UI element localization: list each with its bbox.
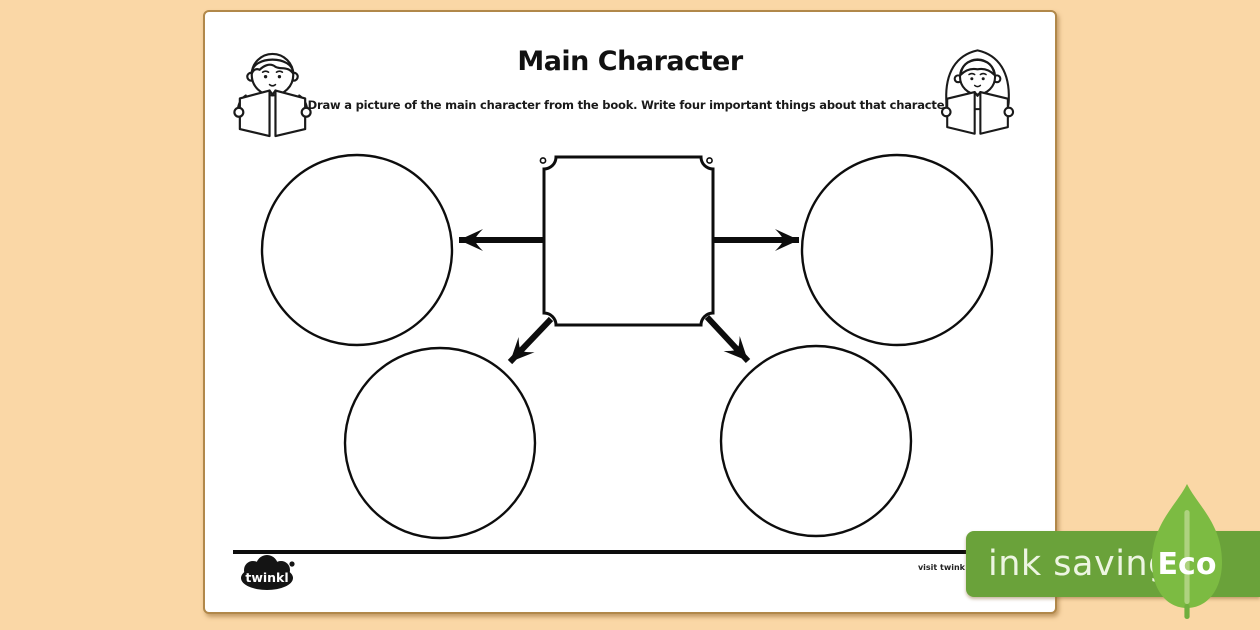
twinkl-logo-text: twinkl bbox=[245, 570, 288, 585]
drawing-circle-top-left bbox=[260, 153, 454, 347]
twinkl-cloud-logo: twinkl bbox=[241, 555, 295, 590]
boy-reading-icon bbox=[233, 52, 312, 138]
plaque-dot-left bbox=[539, 157, 547, 164]
drawing-circle-top-right bbox=[800, 153, 994, 347]
organizer-diagram bbox=[260, 153, 994, 540]
drawing-circle-bottom-right bbox=[719, 344, 913, 538]
worksheet-page: Main Character Draw a picture of the mai… bbox=[203, 10, 1057, 614]
footer-divider bbox=[233, 550, 1024, 554]
footer-visit-text: visit twink bbox=[917, 563, 965, 572]
arrow-down-right bbox=[704, 314, 751, 364]
page-title: Main Character bbox=[517, 46, 743, 77]
girl-reading-icon bbox=[940, 49, 1015, 135]
plaque-dot-right bbox=[706, 157, 713, 164]
drawing-circle-bottom-left bbox=[343, 346, 537, 540]
arrow-down-left bbox=[507, 316, 554, 365]
instructions-text: Draw a picture of the main character fro… bbox=[307, 98, 953, 112]
eco-label: Eco bbox=[1157, 547, 1217, 582]
eco-leaf-icon bbox=[1152, 484, 1222, 619]
center-plaque-box bbox=[542, 155, 715, 327]
ink-saving-label: ink saving bbox=[988, 544, 1171, 584]
